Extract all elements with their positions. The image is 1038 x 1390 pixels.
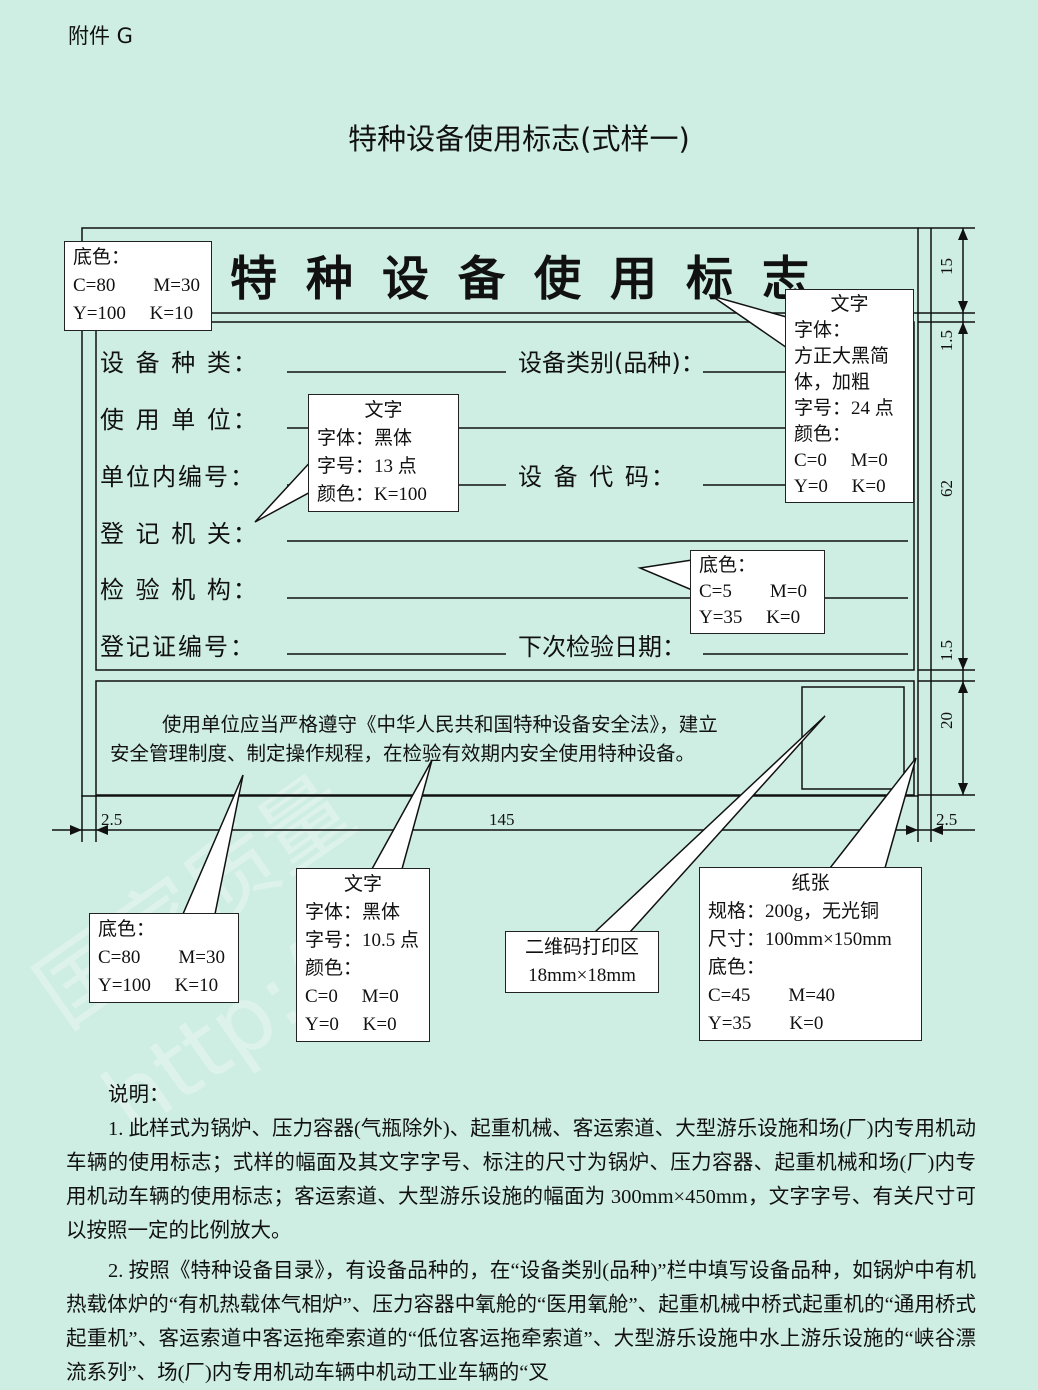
explanation: 说明： 1. 此样式为锅炉、压力容器(气瓶除外)、起重机械、客运索道、大型游乐设… xyxy=(66,1078,976,1390)
field-category: 设备类别(品种)： xyxy=(518,349,705,377)
callout-qr: 二维码打印区 18mm×18mm xyxy=(505,931,659,993)
callout-bottom-bg: 底色： C=80 M=30 Y=100 K=10 xyxy=(89,913,239,1003)
explanation-para2: 2. 按照《特种设备目录》，有设备品种的，在“设备类别(品种)”栏中填写设备品种… xyxy=(66,1260,976,1384)
callout-heading: 文字 xyxy=(343,874,382,895)
callout-line: 体，加粗 xyxy=(794,372,871,393)
notice-box xyxy=(95,680,915,796)
field-internal-no: 单位内编号： xyxy=(100,463,256,491)
callout-heading: 文字 xyxy=(830,294,869,315)
callout-line: 字体： xyxy=(794,320,852,341)
dim-width: 145 xyxy=(489,810,515,829)
dim-notice-height: 20 xyxy=(937,712,956,729)
callout-line: Y=100 K=10 xyxy=(98,975,219,996)
field-box xyxy=(95,321,915,671)
callout-line: 字号：13 点 xyxy=(317,456,417,477)
notice-text: 使用单位应当严格遵守《中华人民共和国特种设备安全法》，建立 安全管理制度、制定操… xyxy=(110,710,800,768)
callout-paper: 纸张 规格：200g，无光铜 尺寸：100mm×150mm 底色： C=45 M… xyxy=(699,867,922,1041)
callout-line: 规格：200g，无光铜 xyxy=(708,901,880,922)
callout-line: 颜色： xyxy=(305,958,363,979)
callout-line: 字体：黑体 xyxy=(317,428,413,449)
callout-line: 方正大黑简 xyxy=(794,346,890,367)
callout-line: C=80 M=30 xyxy=(98,947,225,968)
sign-outer-frame xyxy=(81,227,919,797)
page-title: 特种设备使用标志(式样一) xyxy=(348,122,690,156)
callout-line: 18mm×18mm xyxy=(528,965,636,986)
callout-heading: 二维码打印区 xyxy=(524,937,639,958)
callout-line: Y=100 K=10 xyxy=(73,303,194,324)
field-next-inspection-date: 下次检验日期： xyxy=(518,633,686,661)
callout-line: Y=35 K=0 xyxy=(699,607,801,628)
callout-line: 颜色：K=100 xyxy=(317,484,427,505)
callout-line: C=0 M=0 xyxy=(305,986,399,1007)
callout-line: C=5 M=0 xyxy=(699,581,807,602)
callout-line: 底色： xyxy=(699,555,757,576)
sign-header: 特种设备使用标志 xyxy=(230,252,838,307)
field-equipment-type: 设 备 种 类： xyxy=(100,349,259,377)
explanation-para1: 1. 此样式为锅炉、压力容器(气瓶除外)、起重机械、客运索道、大型游乐设施和场(… xyxy=(66,1118,976,1242)
callout-mid-bg: 底色： C=5 M=0 Y=35 K=0 xyxy=(690,550,825,634)
callout-line: 字体：黑体 xyxy=(305,902,401,923)
callout-line: 字号：10.5 点 xyxy=(305,930,420,951)
callout-line: 底色： xyxy=(708,957,766,978)
callout-top-left-bg: 底色： C=80 M=30 Y=100 K=10 xyxy=(64,241,212,331)
callout-line: C=45 M=40 xyxy=(708,985,835,1006)
field-registration-authority: 登 记 机 关： xyxy=(100,520,259,548)
callout-line: 颜色： xyxy=(794,424,852,445)
field-user-unit: 使 用 单 位： xyxy=(100,406,259,434)
callout-line: 底色： xyxy=(73,247,131,268)
dim-field-height: 62 xyxy=(937,480,956,497)
callout-line: C=80 M=30 xyxy=(73,275,200,296)
callout-line: C=0 M=0 xyxy=(794,450,888,471)
pointer-bgmid xyxy=(637,559,693,592)
callout-line: Y=0 K=0 xyxy=(794,476,886,497)
field-equipment-code: 设 备 代 码： xyxy=(518,463,677,491)
callout-heading: 文字 xyxy=(364,400,403,421)
callout-heading: 纸张 xyxy=(791,873,830,894)
qr-area xyxy=(801,686,905,790)
callout-field-text: 文字 字体：黑体 字号：13 点 颜色：K=100 xyxy=(308,394,459,512)
field-inspection-agency: 检 验 机 构： xyxy=(100,576,259,604)
dim-header-height: 15 xyxy=(937,258,956,275)
dim-gap-top: 1.5 xyxy=(937,330,956,352)
dim-right-margin: 2.5 xyxy=(936,810,958,829)
pointer-field xyxy=(254,456,315,523)
field-registration-cert-no: 登记证编号： xyxy=(100,633,256,661)
annex-label: 附件 G xyxy=(68,24,133,48)
callout-title-text: 文字 字体： 方正大黑简 体，加粗 字号：24 点 颜色： C=0 M=0 Y=… xyxy=(785,289,914,503)
dim-left-margin: 2.5 xyxy=(101,810,123,829)
explanation-heading: 说明： xyxy=(108,1084,170,1106)
dim-gap-bottom: 1.5 xyxy=(937,640,956,662)
pointer-paper xyxy=(828,757,917,869)
callout-line: Y=0 K=0 xyxy=(305,1014,397,1035)
callout-line: Y=35 K=0 xyxy=(708,1013,824,1034)
callout-line: 底色： xyxy=(98,919,156,940)
notice-line1: 使用单位应当严格遵守《中华人民共和国特种设备安全法》，建立 xyxy=(162,713,718,736)
callout-notice-text: 文字 字体：黑体 字号：10.5 点 颜色： C=0 M=0 Y=0 K=0 xyxy=(296,868,430,1042)
callout-line: 字号：24 点 xyxy=(794,398,894,419)
notice-line2: 安全管理制度、制定操作规程，在检验有效期内安全使用特种设备。 xyxy=(110,742,696,765)
pointer-notice xyxy=(370,759,433,870)
callout-line: 尺寸：100mm×150mm xyxy=(708,929,892,950)
